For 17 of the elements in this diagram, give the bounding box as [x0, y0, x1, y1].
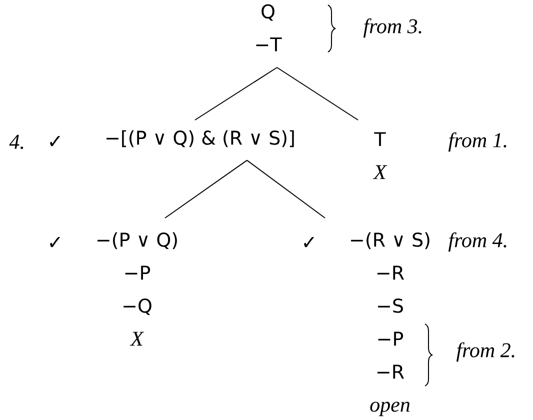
- annotation: from 4.: [448, 232, 506, 252]
- formula-stack: −(R ∨ S) −R −S −P −R open: [351, 232, 430, 416]
- branch-line: [194, 67, 278, 120]
- branch-line: [164, 160, 248, 218]
- annotation: from 2.: [456, 342, 514, 362]
- branch-line: [246, 160, 326, 218]
- branch-line: [276, 67, 358, 120]
- check-mark: ✓: [50, 136, 60, 146]
- formula-stack: −(P ∨ Q) −P −Q X: [97, 232, 177, 346]
- annotation: from 1.: [448, 132, 506, 152]
- formula-stack: Q −T: [256, 4, 282, 52]
- formula-stack: T X: [372, 132, 388, 180]
- formula-stack: −[(P ∨ Q) & (R ∨ S)]: [106, 130, 294, 148]
- annotation: from 3.: [363, 18, 422, 38]
- check-mark: ✓: [50, 237, 60, 248]
- annotation: 4.: [9, 134, 24, 150]
- check-mark: ✓: [304, 237, 314, 248]
